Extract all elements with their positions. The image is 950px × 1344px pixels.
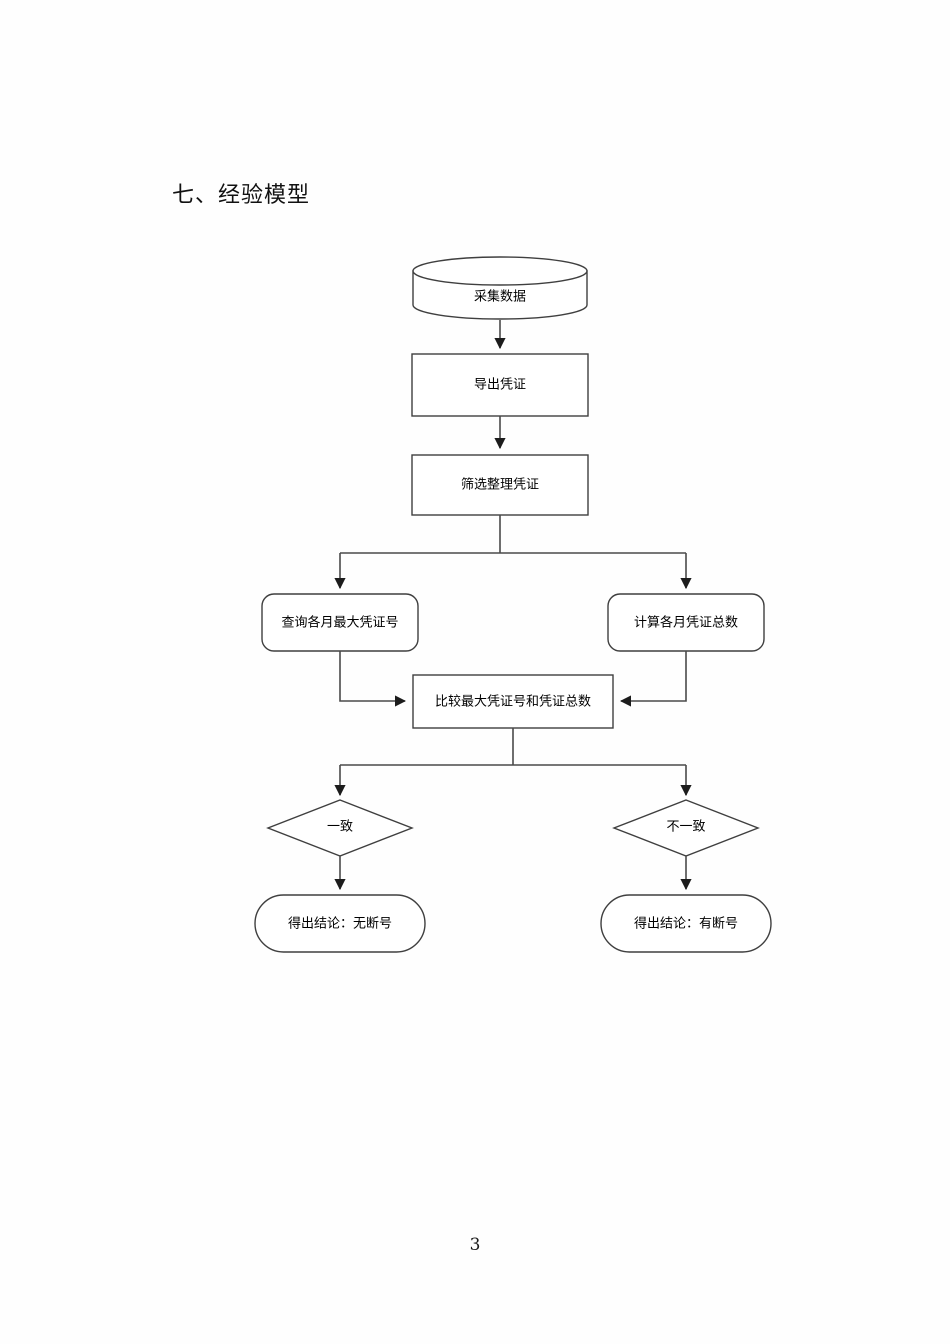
node-conclusion-has-gap[interactable]: 得出结论：有断号	[600, 894, 772, 953]
node-compare-values[interactable]: 比较最大凭证号和凭证总数	[412, 674, 614, 729]
node-label-count-total-vouchers: 计算各月凭证总数	[634, 615, 738, 631]
node-decision-mismatch[interactable]: 不一致	[612, 799, 760, 857]
node-label-collect-data: 采集数据	[474, 289, 526, 305]
node-count-total-vouchers[interactable]: 计算各月凭证总数	[607, 593, 765, 652]
node-query-max-voucher-no[interactable]: 查询各月最大凭证号	[261, 593, 419, 652]
node-label-decision-match: 一致	[327, 820, 353, 835]
node-conclusion-no-gap[interactable]: 得出结论：无断号	[254, 894, 426, 953]
node-label-filter-voucher: 筛选整理凭证	[461, 478, 539, 493]
node-label-export-voucher: 导出凭证	[474, 378, 526, 393]
edge-count-to-compare	[619, 651, 687, 707]
flowchart: 采集数据 导出凭证 筛选整理凭证 查询各月最大凭证号 计算各月凭证总数	[254, 256, 772, 953]
edge-query-to-compare	[339, 651, 407, 707]
node-label-conclusion-no-gap: 得出结论：无断号	[288, 916, 392, 932]
page-title: 七、经验模型	[172, 183, 311, 208]
node-label-conclusion-has-gap: 得出结论：有断号	[634, 916, 738, 932]
node-decision-match[interactable]: 一致	[266, 799, 414, 857]
page-number: 3	[469, 1235, 481, 1255]
node-collect-data[interactable]: 采集数据	[412, 256, 588, 320]
node-label-compare-values: 比较最大凭证号和凭证总数	[435, 695, 591, 710]
node-label-query-max-voucher-no: 查询各月最大凭证号	[281, 615, 398, 631]
node-export-voucher[interactable]: 导出凭证	[411, 353, 589, 417]
node-filter-voucher[interactable]: 筛选整理凭证	[411, 454, 589, 516]
node-label-decision-mismatch: 不一致	[666, 820, 705, 835]
